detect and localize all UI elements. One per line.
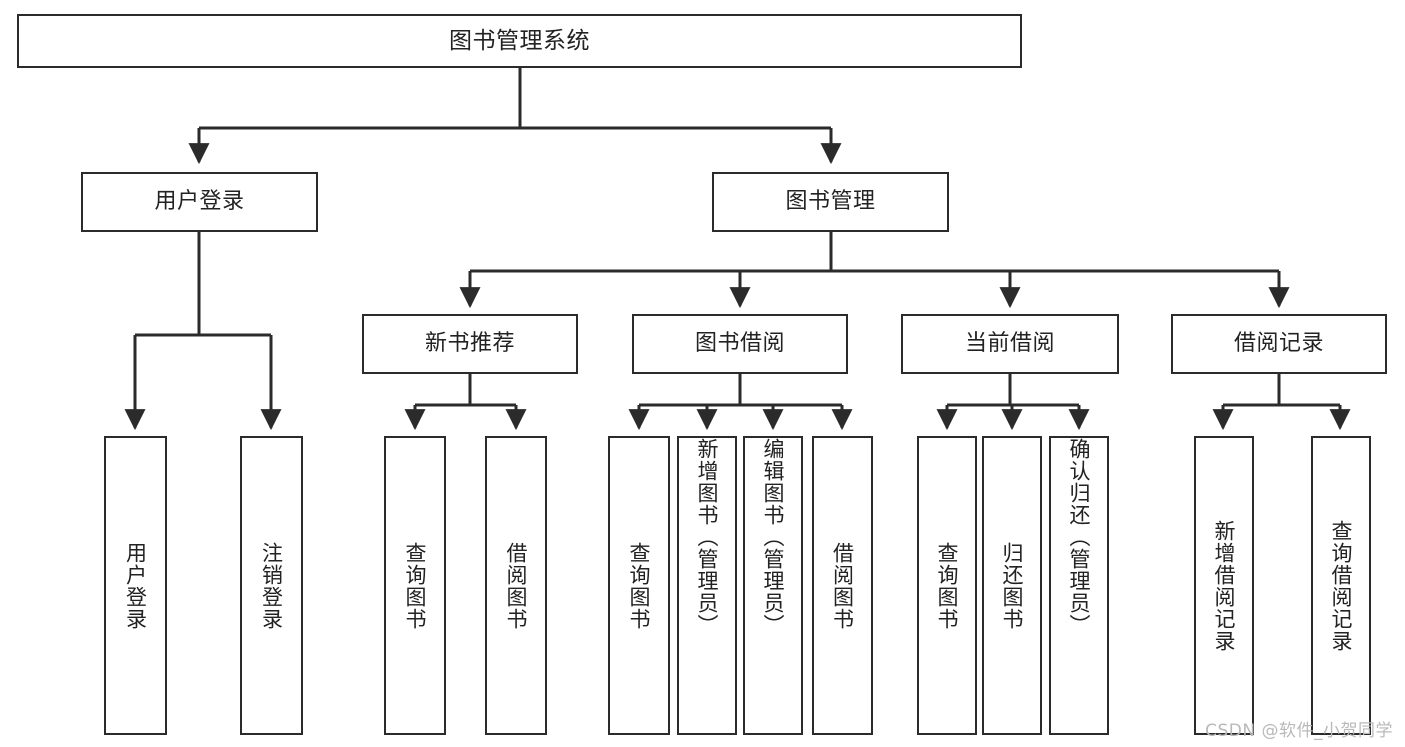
leaf-user-login-logout[interactable]: 注销登录	[240, 436, 303, 735]
node-root-label: 图书管理系统	[449, 27, 590, 54]
leaf-label: 查询图书	[627, 541, 652, 630]
leaf-borrow-add-book-admin[interactable]: 新增图书（管理员）	[677, 436, 737, 735]
node-current-borrow-label: 当前借阅	[964, 331, 1055, 357]
node-current-borrow[interactable]: 当前借阅	[901, 314, 1119, 374]
leaf-label: 新增图书（管理员）	[695, 438, 720, 636]
leaf-current-confirm-return-admin[interactable]: 确认归还（管理员）	[1049, 436, 1109, 735]
leaf-user-login-login[interactable]: 用户登录	[104, 436, 167, 735]
leaf-label: 查询图书	[403, 541, 428, 630]
leaf-label: 新增借阅记录	[1212, 519, 1237, 652]
leaf-borrow-borrow-book[interactable]: 借阅图书	[812, 436, 873, 735]
node-book-management-label: 图书管理	[785, 189, 876, 215]
leaf-borrow-query-book[interactable]: 查询图书	[608, 436, 670, 735]
leaf-records-add-record[interactable]: 新增借阅记录	[1194, 436, 1254, 735]
leaf-borrow-edit-book-admin[interactable]: 编辑图书（管理员）	[743, 436, 803, 735]
node-book-borrow-label: 图书借阅	[694, 331, 785, 357]
leaf-label: 用户登录	[123, 541, 148, 630]
node-borrow-records-label: 借阅记录	[1233, 331, 1324, 357]
node-borrow-records[interactable]: 借阅记录	[1171, 314, 1387, 374]
leaf-new-book-query[interactable]: 查询图书	[384, 436, 446, 735]
watermark-text: CSDN @软件_小贺同学	[1205, 721, 1393, 741]
leaf-label: 归还图书	[1000, 541, 1025, 630]
leaf-label: 借阅图书	[504, 541, 529, 630]
leaf-label: 借阅图书	[830, 541, 855, 630]
leaf-label: 编辑图书（管理员）	[761, 438, 786, 636]
node-book-borrow[interactable]: 图书借阅	[632, 314, 848, 374]
leaf-label: 确认归还（管理员）	[1067, 438, 1092, 636]
node-book-management[interactable]: 图书管理	[712, 172, 949, 232]
leaf-label: 注销登录	[259, 541, 284, 630]
node-new-book-recommend-label: 新书推荐	[424, 331, 515, 357]
node-user-login[interactable]: 用户登录	[81, 172, 318, 232]
leaf-label: 查询图书	[935, 541, 960, 630]
leaf-new-book-borrow[interactable]: 借阅图书	[485, 436, 547, 735]
node-user-login-label: 用户登录	[154, 189, 245, 215]
leaf-current-query-book[interactable]: 查询图书	[917, 436, 977, 735]
leaf-label: 查询借阅记录	[1329, 519, 1354, 652]
leaf-records-query-record[interactable]: 查询借阅记录	[1311, 436, 1371, 735]
node-root[interactable]: 图书管理系统	[17, 14, 1022, 68]
leaf-current-return-book[interactable]: 归还图书	[982, 436, 1042, 735]
node-new-book-recommend[interactable]: 新书推荐	[362, 314, 578, 374]
